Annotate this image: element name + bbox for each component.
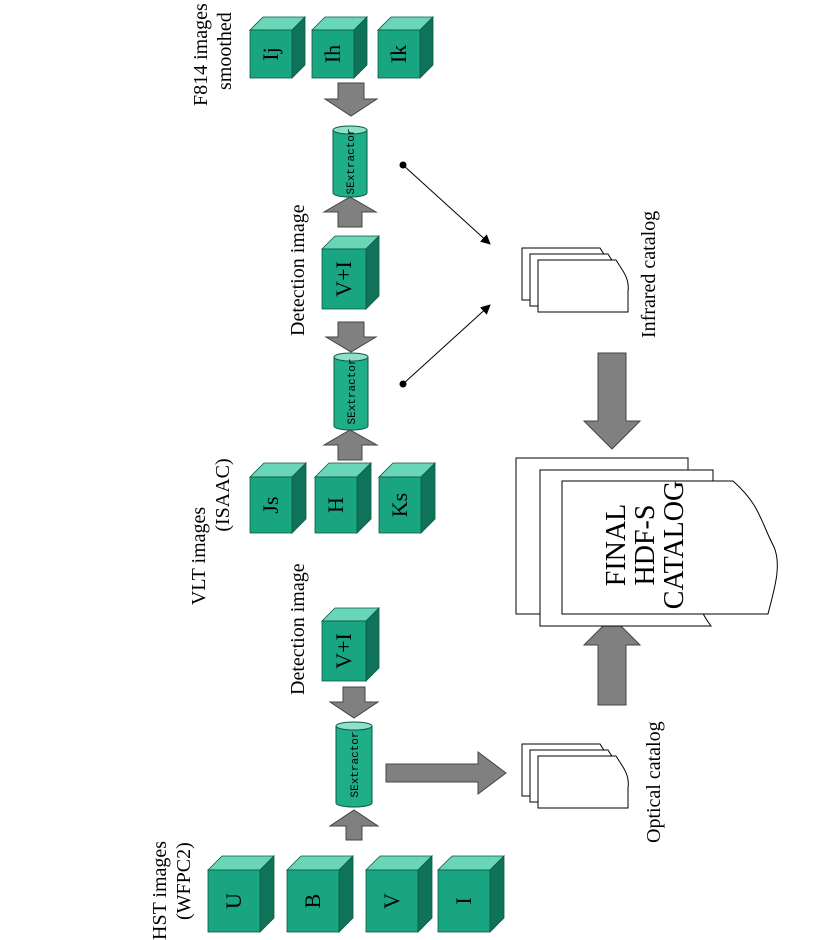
cube-front-face	[437, 869, 491, 933]
arrow-top-to-infrared	[402, 164, 491, 245]
hst-images-sublabel: (WFPC2)	[173, 842, 195, 920]
cube-label: Ik	[386, 45, 411, 63]
cube-side-face	[365, 607, 380, 682]
cube-label: Ks	[387, 493, 412, 517]
arrow-infrared-to-final	[582, 352, 642, 450]
arrow-vlt-to-sextractor	[322, 429, 379, 461]
cube-side-face	[489, 855, 505, 933]
arrow-mid-to-infrared	[402, 304, 491, 385]
hst-cube-u: U	[207, 855, 275, 933]
vlt-images-sublabel: (ISAAC)	[212, 458, 234, 531]
cube-front-face	[377, 29, 421, 79]
hst-images-label: HST images	[149, 841, 171, 940]
cylinder-top	[335, 721, 373, 731]
flow-arrows	[322, 82, 642, 841]
vlt-cube-js: Js	[249, 462, 307, 534]
cube-label: I	[451, 897, 476, 904]
cube-label: B	[300, 894, 325, 909]
cylinder-top	[333, 352, 369, 362]
sextractor-label: SExtractor	[346, 128, 358, 194]
detection-cube-2: V+I	[321, 235, 380, 310]
cube-front-face	[365, 869, 419, 933]
cube-label: V+I	[331, 633, 356, 669]
arrow-optical-to-final	[582, 616, 642, 706]
vlt-images-label: VLT images	[188, 507, 210, 606]
optical-catalog-label: Optical catalog	[643, 721, 665, 843]
cube-front-face	[321, 620, 367, 682]
infrared-catalog-label: Infrared catalog	[638, 211, 660, 338]
doc-sheet-3	[537, 755, 629, 809]
cube-side-face	[259, 855, 275, 933]
hst-cube-v: V	[365, 855, 433, 933]
detection-cube-1: V+I	[321, 607, 380, 682]
cube-side-face	[365, 235, 380, 310]
final-catalog-stack: FINAL HDF-S CATALOG	[515, 457, 778, 627]
f814-cube-ij: Ij	[249, 16, 306, 79]
cube-front-face	[314, 476, 358, 534]
doc-sheet-3	[537, 259, 629, 313]
optical-catalog-icon	[521, 743, 629, 809]
cube-front-face	[311, 29, 355, 79]
thin-arrows	[399, 161, 491, 388]
arrow-f814-to-sextractor	[323, 82, 379, 117]
cube-label: U	[221, 893, 246, 909]
cube-front-face	[321, 248, 367, 310]
cube-front-face	[378, 476, 422, 534]
f814-cube-ih: Ih	[311, 16, 368, 79]
vlt-cube-ks: Ks	[378, 462, 436, 534]
cube-front-face	[249, 476, 293, 534]
infrared-catalog-icon	[521, 247, 629, 313]
cylinder-body	[333, 356, 369, 431]
cube-label: Ij	[258, 47, 283, 60]
arrow-detection1-to-sextractor	[328, 686, 380, 719]
cube-front-face	[286, 869, 340, 933]
sextractor-label: SExtractor	[350, 731, 362, 797]
final-catalog-line1: FINAL	[601, 504, 632, 586]
final-catalog-line2: HDF-S	[630, 505, 661, 586]
cube-label: V+I	[331, 261, 356, 297]
detection-image-label-2: Detection image	[287, 204, 309, 336]
sextractor-label: SExtractor	[347, 358, 359, 424]
cube-label: Ih	[320, 45, 345, 63]
arrow-sextractor-to-optical	[385, 751, 507, 795]
sextractor-bottom: SExtractor	[335, 721, 373, 808]
cylinder-body	[335, 725, 373, 808]
sextractor-middle: SExtractor	[333, 352, 369, 431]
arrow-hst-to-sextractor	[328, 809, 380, 841]
final-catalog-line3: CATALOG	[659, 481, 690, 609]
cylinder-top	[332, 125, 368, 135]
f814-images-sublabel: smoothed	[214, 12, 236, 90]
hst-cube-i: I	[437, 855, 505, 933]
cube-side-face	[338, 855, 354, 933]
cube-label: Js	[258, 496, 283, 513]
detection-image-label-1: Detection image	[287, 563, 309, 695]
cube-label: H	[323, 497, 348, 513]
cube-label: V	[379, 893, 404, 909]
cube-front-face	[249, 29, 293, 79]
f814-images-label: F814 images	[190, 3, 212, 106]
arrow-sextractor-to-detection2	[322, 196, 378, 228]
cube-front-face	[207, 869, 261, 933]
sextractor-top: SExtractor	[332, 125, 368, 198]
vlt-cube-h: H	[314, 462, 372, 534]
cylinder-body	[332, 129, 368, 198]
f814-cube-ik: Ik	[377, 16, 434, 79]
final-doc-front	[561, 480, 778, 615]
hst-cube-b: B	[286, 855, 354, 933]
arrow-detection2-to-sextractor	[324, 321, 378, 353]
cube-side-face	[417, 855, 433, 933]
